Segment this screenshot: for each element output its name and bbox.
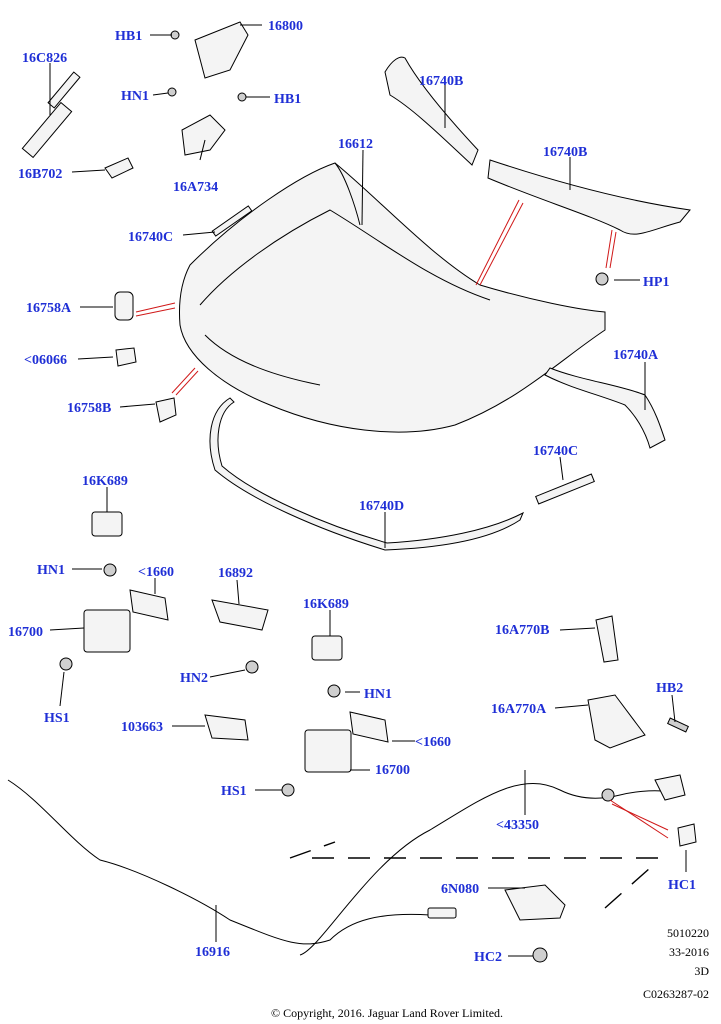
callout-43350[interactable]: <43350 <box>496 818 539 833</box>
cowl-seal-upper <box>384 56 479 166</box>
drawing-meta: 5010220 33-2016 3D C0263287-02 © Copyrig… <box>271 926 709 1020</box>
callout-HB2[interactable]: HB2 <box>656 681 683 696</box>
callout-1660-left[interactable]: <1660 <box>138 565 174 580</box>
callout-16892[interactable]: 16892 <box>218 566 253 581</box>
callout-16740B-lower[interactable]: 16740B <box>543 145 587 160</box>
callout-16612[interactable]: 16612 <box>338 137 373 152</box>
side-seal <box>544 367 666 449</box>
bolt-HB2 <box>667 717 689 733</box>
callout-16740C-lower[interactable]: 16740C <box>533 444 578 459</box>
callout-103663[interactable]: 103663 <box>121 720 163 735</box>
seal-strip-16740C-a <box>211 205 253 237</box>
callout-16740C-upper[interactable]: 16740C <box>128 230 173 245</box>
callout-HN2[interactable]: HN2 <box>180 671 208 686</box>
callout-labels: 16C826 HB1 16800 HN1 HB1 16740B 16740B 1… <box>8 19 696 965</box>
bracket-16A770A <box>587 694 646 749</box>
gas-strut <box>21 71 81 159</box>
callout-HP1[interactable]: HP1 <box>643 275 669 290</box>
striker-right <box>311 635 343 698</box>
buffer-16758A <box>114 291 134 321</box>
hood-panel <box>179 162 606 433</box>
callout-16740A[interactable]: 16740A <box>613 348 659 363</box>
callout-16B702[interactable]: 16B702 <box>18 167 62 182</box>
callout-HC1[interactable]: HC1 <box>668 878 696 893</box>
callout-16K689-right[interactable]: 16K689 <box>303 597 349 612</box>
plate-103663 <box>204 714 249 741</box>
clip-HP1 <box>595 272 609 286</box>
bracket-16B702 <box>104 157 134 179</box>
striker-left <box>91 511 123 577</box>
callout-HS1-right[interactable]: HS1 <box>221 784 247 799</box>
callout-HS1-left[interactable]: HS1 <box>44 711 70 726</box>
red-indicators <box>135 199 669 839</box>
callout-16800[interactable]: 16800 <box>268 19 303 34</box>
bracket-16892 <box>211 599 269 674</box>
callout-HN1-top[interactable]: HN1 <box>121 89 149 104</box>
latch-left <box>59 589 169 671</box>
buffer-16758B <box>155 397 177 423</box>
callout-HB1-top[interactable]: HB1 <box>115 29 142 44</box>
callout-16758B[interactable]: 16758B <box>67 401 111 416</box>
drawing-number: C0263287-02 <box>643 987 709 1001</box>
cap-06066 <box>115 347 137 367</box>
callout-16C826[interactable]: 16C826 <box>22 51 67 66</box>
callout-16A770B[interactable]: 16A770B <box>495 623 549 638</box>
latch-right <box>281 711 389 797</box>
callout-HC2[interactable]: HC2 <box>474 950 502 965</box>
seal-strip-16740C-b <box>535 473 595 505</box>
callout-06066[interactable]: <06066 <box>24 353 67 368</box>
callout-HN1-right[interactable]: HN1 <box>364 687 392 702</box>
handle-16A770B <box>595 615 619 663</box>
callout-16916[interactable]: 16916 <box>195 945 230 960</box>
callout-16740B-upper[interactable]: 16740B <box>419 74 463 89</box>
reference-dashed-line-2 <box>289 841 336 859</box>
callout-16758A[interactable]: 16758A <box>26 301 72 316</box>
leader-lines <box>49 24 687 957</box>
callout-1660-right[interactable]: <1660 <box>415 735 451 750</box>
callout-16A734[interactable]: 16A734 <box>173 180 218 195</box>
copyright: © Copyright, 2016. Jaguar Land Rover Lim… <box>271 1006 503 1020</box>
callout-HN1-left[interactable]: HN1 <box>37 563 65 578</box>
callout-6N080[interactable]: 6N080 <box>441 882 479 897</box>
callout-16A770A[interactable]: 16A770A <box>491 702 547 717</box>
callout-16K689-left[interactable]: 16K689 <box>82 474 128 489</box>
drawing-date: 33-2016 <box>669 945 709 959</box>
hinge-assembly <box>167 21 249 156</box>
callout-16700-right[interactable]: 16700 <box>375 763 410 778</box>
cowl-seal-lower <box>487 159 691 235</box>
callout-16700-left[interactable]: 16700 <box>8 625 43 640</box>
hood-seal <box>209 397 525 551</box>
reference-dashed-line-3 <box>604 867 651 909</box>
callout-16740D[interactable]: 16740D <box>359 499 404 514</box>
drawing-view: 3D <box>694 964 709 978</box>
release-cable <box>7 774 697 963</box>
callout-HB1-right[interactable]: HB1 <box>274 92 301 107</box>
drawing-ref: 5010220 <box>667 926 709 940</box>
